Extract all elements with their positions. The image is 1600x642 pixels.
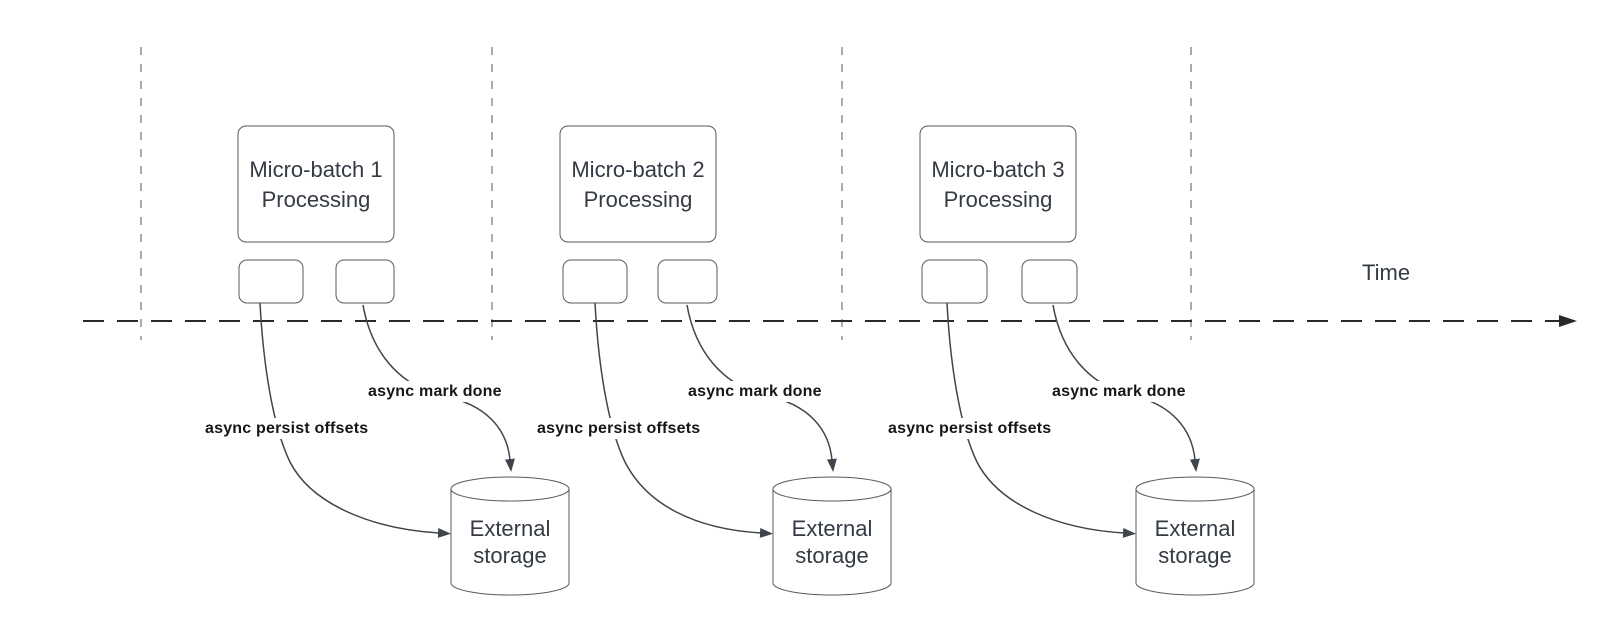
persist-offsets-chip: [921, 259, 988, 304]
persist-offsets-chip: [562, 259, 628, 304]
external-storage-label: storage: [795, 543, 868, 568]
mark-done-label: async mark done: [368, 383, 502, 400]
processing-box: [237, 125, 395, 243]
processing-box-label: Processing: [262, 187, 371, 212]
mark-done-chip: [335, 259, 395, 304]
mark-done-label: async mark done: [688, 383, 822, 400]
label-backdrop: [365, 381, 505, 402]
persist-offsets-chip: [238, 259, 304, 304]
external-storage-cylinder: [450, 476, 570, 596]
processing-box-label: Processing: [584, 187, 693, 212]
processing-box-label: Micro-batch 3: [931, 157, 1064, 182]
processing-box: [919, 125, 1077, 243]
persist-offsets-curve: [946, 302, 1136, 538]
processing-box: [559, 125, 717, 243]
external-storage-label: External: [470, 516, 551, 541]
external-storage-label: External: [1155, 516, 1236, 541]
external-storage-label: storage: [1158, 543, 1231, 568]
external-storage-cylinder: [1135, 476, 1255, 596]
label-backdrop: [534, 418, 704, 439]
label-backdrop: [685, 381, 825, 402]
external-storage-label: External: [792, 516, 873, 541]
processing-box-label: Micro-batch 2: [571, 157, 704, 182]
persist-offsets-curve: [259, 302, 451, 538]
mark-done-chip: [1021, 259, 1078, 304]
persist-offsets-label: async persist offsets: [537, 420, 700, 437]
persist-offsets-label: async persist offsets: [205, 420, 368, 437]
processing-box-label: Processing: [944, 187, 1053, 212]
label-backdrop: [885, 418, 1055, 439]
label-backdrop: [202, 418, 372, 439]
mark-done-chip: [657, 259, 718, 304]
mark-done-label: async mark done: [1052, 383, 1186, 400]
persist-offsets-label: async persist offsets: [888, 420, 1051, 437]
external-storage-cylinder: [772, 476, 892, 596]
label-backdrop: [1049, 381, 1189, 402]
time-label: Time: [1362, 260, 1410, 285]
external-storage-label: storage: [473, 543, 546, 568]
persist-offsets-curve: [594, 302, 773, 538]
processing-box-label: Micro-batch 1: [249, 157, 382, 182]
